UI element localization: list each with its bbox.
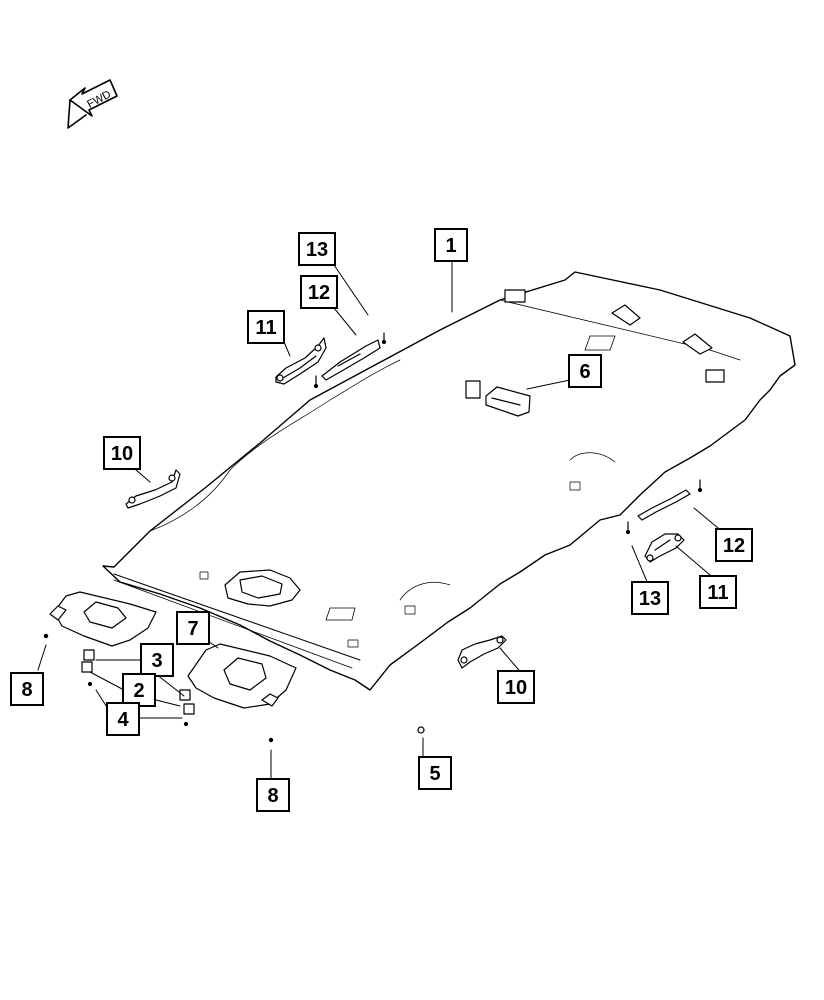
callout-4: 4 [106, 702, 140, 736]
assist-handle-right-rear [457, 635, 507, 669]
leader-lines [37, 261, 719, 779]
assist-handle-left-rear [125, 469, 181, 509]
callout-8-left: 8 [10, 672, 44, 706]
callout-6: 6 [568, 354, 602, 388]
sun-visor-right [187, 643, 297, 709]
handle-bracket-left [313, 332, 387, 389]
plug [417, 726, 425, 734]
dome-lamp [465, 380, 531, 417]
fwd-arrow-icon: FWD [67, 79, 118, 129]
assist-handle-right-front [644, 533, 685, 563]
callout-3: 3 [140, 643, 174, 677]
callout-11-right: 11 [699, 575, 737, 609]
callout-13-left: 13 [298, 232, 336, 266]
callout-8-center: 8 [256, 778, 290, 812]
callout-1: 1 [434, 228, 468, 262]
headliner [102, 271, 796, 691]
visor-clips [81, 649, 195, 727]
callout-12-left: 12 [300, 275, 338, 309]
sun-visor-left [49, 591, 157, 647]
callout-12-right: 12 [715, 528, 753, 562]
handle-bracket-right [625, 479, 703, 535]
screw-center [268, 737, 274, 743]
callout-10-right: 10 [497, 670, 535, 704]
screw-left [43, 633, 49, 639]
callout-5: 5 [418, 756, 452, 790]
callout-13-right: 13 [631, 581, 669, 615]
assist-handle-left-front [275, 337, 327, 385]
callout-10-left: 10 [103, 436, 141, 470]
callout-11-left: 11 [247, 310, 285, 344]
callout-7: 7 [176, 611, 210, 645]
